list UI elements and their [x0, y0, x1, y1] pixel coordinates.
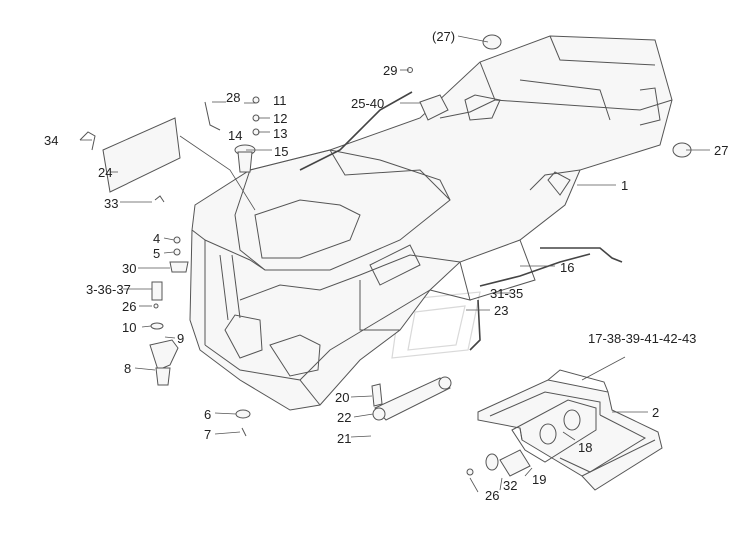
- base-plate: [477, 369, 663, 491]
- callout-12: 12: [273, 111, 287, 126]
- callout-27-right: 27: [714, 143, 728, 158]
- callout-5: 5: [153, 246, 160, 261]
- callout-25-40: 25-40: [351, 96, 384, 111]
- callout-32: 32: [503, 478, 517, 493]
- callout-30: 30: [122, 261, 136, 276]
- callout-22: 22: [337, 410, 351, 425]
- callout-16: 16: [560, 260, 574, 275]
- callout-27-parenthesized: (27): [432, 29, 455, 44]
- callout-11: 11: [273, 93, 287, 108]
- callout-9: 9: [177, 331, 184, 346]
- callout-8: 8: [124, 361, 131, 376]
- callout-17-38-39-41-42-43: 17-38-39-41-42-43: [588, 331, 696, 346]
- callout-34: 34: [44, 133, 58, 148]
- small-parts: [149, 34, 692, 437]
- callout-labels: 1 2 3-36-37 4 5 6 7 8 9 10 11 12 13 14 1…: [44, 29, 728, 503]
- callout-1: 1: [621, 178, 628, 193]
- callout-4: 4: [153, 231, 160, 246]
- callout-24: 24: [98, 165, 112, 180]
- callout-21: 21: [337, 431, 351, 446]
- callout-13: 13: [273, 126, 287, 141]
- cover-plate: [79, 117, 181, 193]
- callout-10: 10: [122, 320, 136, 335]
- callout-19: 19: [532, 472, 546, 487]
- pin-assembly: [466, 409, 581, 477]
- callout-26-left: 26: [122, 299, 136, 314]
- callout-29: 29: [383, 63, 397, 78]
- callout-7: 7: [204, 427, 211, 442]
- callout-33: 33: [104, 196, 118, 211]
- callout-6: 6: [204, 407, 211, 422]
- leader-lines: [80, 35, 710, 493]
- callout-28: 28: [226, 90, 240, 105]
- callout-18: 18: [578, 440, 592, 455]
- callout-3-36-37: 3-36-37: [86, 282, 131, 297]
- callout-20: 20: [335, 390, 349, 405]
- tubing: [299, 91, 623, 351]
- callout-15: 15: [274, 144, 288, 159]
- callout-31-35: 31-35: [490, 286, 523, 301]
- callout-26-bottom: 26: [485, 488, 499, 503]
- callout-23: 23: [494, 303, 508, 318]
- callout-2: 2: [652, 405, 659, 420]
- main-frame: [189, 35, 673, 411]
- link-arm: [371, 376, 452, 421]
- callout-14: 14: [228, 128, 242, 143]
